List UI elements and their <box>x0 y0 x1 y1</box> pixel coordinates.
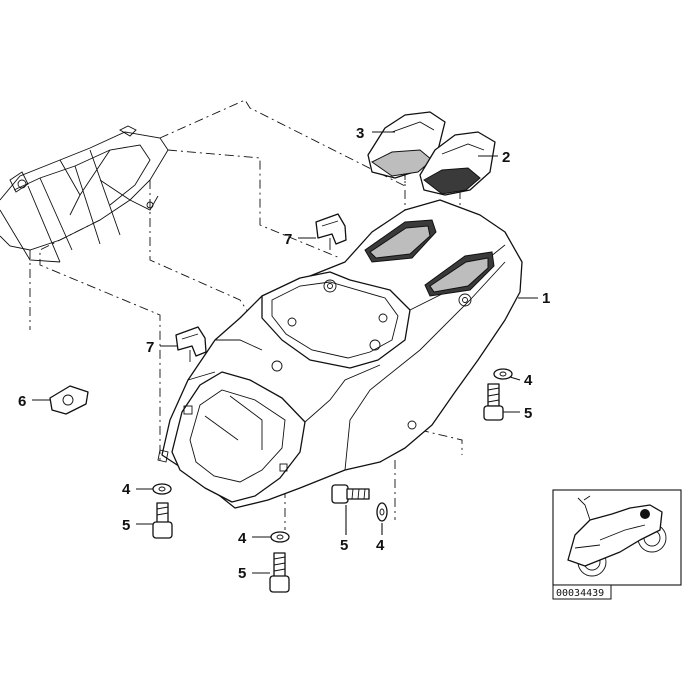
subframe <box>0 125 169 263</box>
callout-5-center: 5 <box>238 565 246 582</box>
leader-lines <box>32 131 538 574</box>
washer-right <box>493 368 513 380</box>
clip-upper <box>315 213 347 250</box>
clip-lower <box>175 326 207 362</box>
bolt-right <box>483 383 504 421</box>
washer-left <box>152 483 172 495</box>
clip-small <box>49 385 89 415</box>
callout-7-lower: 7 <box>146 339 154 356</box>
callout-6: 6 <box>18 393 26 410</box>
cover-right <box>419 131 496 196</box>
callout-4-lower-right: 4 <box>376 537 385 554</box>
location-inset: 00034439 <box>552 489 682 600</box>
washer-center <box>270 531 290 543</box>
washer-lower-right <box>376 502 388 522</box>
callout-5-right: 5 <box>524 405 532 422</box>
callout-4-right: 4 <box>524 372 533 389</box>
rear-fairing <box>157 199 523 509</box>
callout-2: 2 <box>502 149 510 166</box>
callout-4-center: 4 <box>238 530 247 547</box>
callout-3: 3 <box>356 125 364 142</box>
reference-number: 00034439 <box>556 588 604 599</box>
callout-5-lower-right: 5 <box>340 537 348 554</box>
callout-5-left: 5 <box>122 517 130 534</box>
motorcycle-thumbnail <box>567 495 667 577</box>
callout-1: 1 <box>542 290 550 307</box>
bolt-center <box>269 552 290 593</box>
bolt-left <box>152 502 173 539</box>
callout-7-upper: 7 <box>284 231 292 248</box>
callout-4-left: 4 <box>122 481 131 498</box>
cover-left <box>367 111 446 179</box>
bolt-lower-right <box>331 484 370 504</box>
assembly-lines <box>29 99 463 530</box>
callout-labels: 3 2 1 7 7 6 4 5 4 5 4 5 5 4 <box>18 125 550 582</box>
